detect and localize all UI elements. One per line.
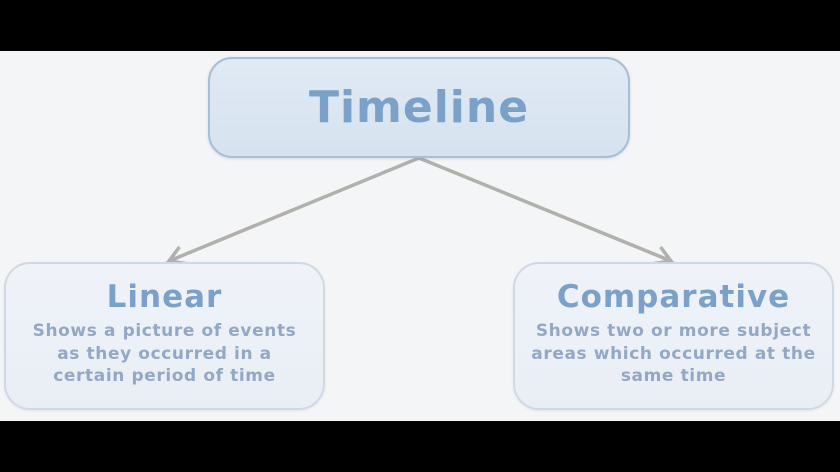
letterbox-top	[0, 0, 840, 51]
node-comparative[interactable]: Comparative Shows two or more subject ar…	[513, 262, 834, 410]
connector-left	[165, 156, 420, 266]
letterbox-bottom	[0, 421, 840, 472]
node-comparative-label: Comparative	[556, 279, 791, 315]
description-line: areas which occurred at the	[531, 343, 816, 364]
node-comparative-description: Shows two or more subject areas which oc…	[515, 320, 832, 388]
node-timeline[interactable]: Timeline	[208, 57, 630, 158]
description-line: Shows a picture of events	[32, 321, 297, 341]
node-linear-description: Shows a picture of events as they occurr…	[6, 320, 323, 388]
node-linear[interactable]: Linear Shows a picture of events as they…	[4, 262, 325, 410]
node-linear-label: Linear	[106, 279, 223, 315]
diagram-canvas: Timeline Linear Shows a picture of event…	[0, 51, 840, 421]
description-line: Shows two or more subject	[535, 321, 812, 341]
description-line: certain period of time	[53, 366, 276, 386]
connector-right	[418, 156, 675, 266]
description-line: as they occurred in a	[57, 343, 272, 364]
description-line: same time	[620, 366, 727, 386]
node-timeline-label: Timeline	[308, 82, 530, 133]
